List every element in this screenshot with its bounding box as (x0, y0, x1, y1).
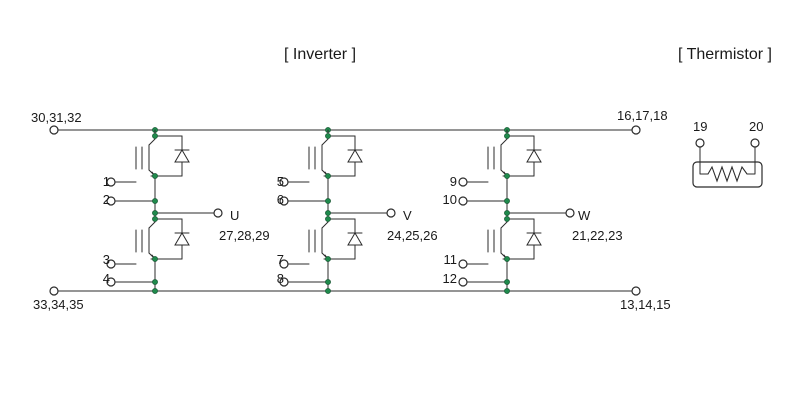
gate-pin-label-1: 1 (102, 174, 110, 189)
phase-v-upper-collector-slant (321, 138, 329, 146)
terminal-bottom-left (49, 286, 59, 296)
thermistor-housing (692, 161, 763, 188)
output-pins-v: 24,25,26 (387, 228, 438, 243)
gate-terminal-7 (279, 259, 289, 269)
phase-v-lower-collector-junction (325, 216, 331, 222)
thermistor-title: [ Thermistor ] (678, 46, 772, 63)
emitter-pin-label-2: 2 (102, 192, 110, 207)
emitter-pin-label-4: 4 (102, 271, 110, 286)
output-pins-u: 27,28,29 (219, 228, 270, 243)
phase-u-lower-emitter-junction (152, 279, 158, 285)
thermistor-terminal-20 (750, 138, 760, 148)
phase-w-negative-junction (504, 288, 510, 294)
phase-w-upper-collector-junction (504, 133, 510, 139)
bottom-rail-left-label: 33,34,35 (33, 297, 84, 312)
phase-v-upper-emitter-top-junction (325, 173, 331, 179)
phase-w-upper-diode-triangle (526, 149, 542, 163)
thermistor-terminal-19 (695, 138, 705, 148)
phase-u-negative-junction (152, 288, 158, 294)
gate-terminal-1 (106, 177, 116, 187)
phase-u-lower-diode-triangle (174, 232, 190, 246)
emitter-terminal-4 (106, 277, 116, 287)
phase-w-lower-collector-junction (504, 216, 510, 222)
phase-w-lower-collector-slant (500, 221, 508, 229)
phase-v-lower-emitter-top-junction (325, 256, 331, 262)
emitter-pin-label-12: 12 (442, 271, 457, 286)
output-terminal-w (565, 208, 575, 218)
thermistor-resistor-zigzag (700, 165, 755, 183)
phase-w-upper-emitter-junction (504, 198, 510, 204)
gate-terminal-3 (106, 259, 116, 269)
phase-u-lower-collector-junction (152, 216, 158, 222)
output-pins-w: 21,22,23 (572, 228, 623, 243)
emitter-pin-label-10: 10 (442, 192, 457, 207)
output-label-v: V (403, 208, 412, 223)
phase-u-upper-emitter-top-junction (152, 173, 158, 179)
phase-w-upper-emitter-top-junction (504, 173, 510, 179)
phase-u-lower-collector-slant (148, 221, 156, 229)
phase-v-lower-diode-triangle (347, 232, 363, 246)
phase-w-lower-emitter-junction (504, 279, 510, 285)
terminal-bottom-right (631, 286, 641, 296)
phase-w-upper-collector-slant (500, 138, 508, 146)
output-label-u: U (230, 208, 240, 223)
gate-pin-label-7: 7 (276, 252, 284, 267)
output-terminal-v (386, 208, 396, 218)
emitter-pin-label-6: 6 (276, 192, 284, 207)
phase-v-upper-diode-triangle (347, 149, 363, 163)
phase-u-upper-collector-slant (148, 138, 156, 146)
phase-u-upper-collector-junction (152, 133, 158, 139)
phase-w-lower-emitter-top-junction (504, 256, 510, 262)
gate-terminal-9 (458, 177, 468, 187)
phase-v-lower-emitter-junction (325, 279, 331, 285)
emitter-terminal-12 (458, 277, 468, 287)
gate-pin-label-11: 11 (443, 252, 458, 267)
output-label-w: W (578, 208, 591, 223)
terminal-top-left (49, 125, 59, 135)
phase-w-output-junction (504, 210, 510, 216)
gate-terminal-5 (279, 177, 289, 187)
emitter-terminal-2 (106, 196, 116, 206)
phase-v-negative-junction (325, 288, 331, 294)
gate-terminal-11 (458, 259, 468, 269)
thermistor-pin-label-20: 20 (749, 119, 764, 134)
emitter-terminal-10 (458, 196, 468, 206)
phase-u-upper-emitter-junction (152, 198, 158, 204)
terminal-top-right (631, 125, 641, 135)
phase-w-lower-diode-triangle (526, 232, 542, 246)
phase-v-upper-collector-junction (325, 133, 331, 139)
phase-u-output-junction (152, 210, 158, 216)
gate-pin-label-9: 9 (449, 174, 457, 189)
phase-v-lower-collector-slant (321, 221, 329, 229)
output-terminal-u (213, 208, 223, 218)
inverter-title: [ Inverter ] (284, 46, 357, 63)
phase-u-upper-diode-triangle (174, 149, 190, 163)
emitter-terminal-8 (279, 277, 289, 287)
thermistor-pin-label-19: 19 (693, 119, 708, 134)
gate-pin-label-3: 3 (102, 252, 110, 267)
emitter-pin-label-8: 8 (276, 271, 284, 286)
phase-v-output-junction (325, 210, 331, 216)
bottom-rail-right-label: 13,14,15 (620, 297, 671, 312)
phase-v-upper-emitter-junction (325, 198, 331, 204)
gate-pin-label-5: 5 (276, 174, 284, 189)
emitter-terminal-6 (279, 196, 289, 206)
phase-u-lower-emitter-top-junction (152, 256, 158, 262)
top-rail-right-label: 16,17,18 (617, 108, 668, 123)
top-rail-left-label: 30,31,32 (31, 110, 82, 125)
